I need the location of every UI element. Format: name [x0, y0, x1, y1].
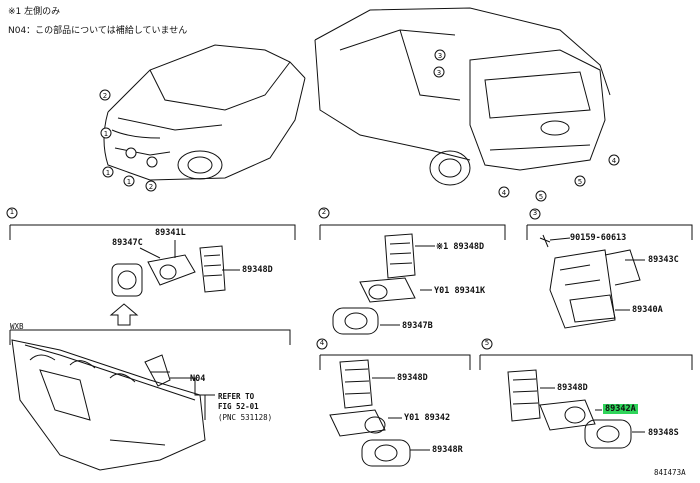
section-1-number: 1 [9, 208, 15, 216]
section-5-number: 5 [484, 339, 490, 347]
part-N04[interactable]: N04 [190, 374, 206, 384]
part-89342[interactable]: Y01 89342 [404, 413, 451, 423]
part-89340A[interactable]: 89340A [632, 305, 663, 315]
part-90159-60613[interactable]: 90159-60613 [570, 233, 627, 243]
callout-4-a: 4 [502, 189, 507, 197]
part-89348D-g1[interactable]: 89348D [242, 265, 273, 275]
note-not-supplied: N04：この部品については補給していません [8, 26, 188, 36]
part-89348D-g2[interactable]: ※1 89348D [436, 242, 485, 252]
part-89343C[interactable]: 89343C [648, 255, 679, 265]
front-car-drawing [103, 44, 306, 181]
part-89348R[interactable]: 89348R [432, 445, 463, 455]
callout-2-b: 2 [149, 183, 153, 191]
front-bumper-drawing [11, 339, 206, 471]
part-89348D-g5[interactable]: 89348D [557, 383, 588, 393]
rear-car-drawing [314, 7, 611, 186]
callout-4-b: 4 [612, 157, 617, 165]
callout-2-a: 2 [103, 92, 107, 100]
group5-parts [507, 369, 645, 449]
callout-1-c: 1 [127, 178, 131, 186]
figure-id: 84I473A [654, 468, 686, 477]
bumper-tag: WXB [10, 322, 24, 331]
callout-1-a: 1 [104, 130, 108, 138]
note-left-side-only: ※1 左側のみ [8, 7, 61, 17]
callout-3-b: 3 [437, 69, 441, 77]
part-89341L[interactable]: 89341L [155, 228, 186, 238]
refer-to-line2[interactable]: FIG 52-01 [218, 402, 259, 411]
part-89348S[interactable]: 89348S [648, 428, 679, 438]
group2-parts [332, 233, 435, 335]
refer-to-line1: REFER TO [218, 392, 255, 401]
group3-parts [539, 234, 645, 329]
part-89347C[interactable]: 89347C [112, 238, 143, 248]
callout-3-a: 3 [438, 52, 442, 60]
part-89342A-highlighted[interactable]: 89342A [603, 404, 638, 414]
group1-parts [111, 240, 240, 297]
section-3-number: 3 [532, 209, 538, 217]
part-89341K[interactable]: Y01 89341K [434, 286, 486, 296]
section-2-number: 2 [321, 208, 327, 216]
clip-n04-drawing [144, 354, 215, 420]
callout-5-b: 5 [578, 178, 582, 186]
callout-1-b: 1 [106, 169, 110, 177]
group4-parts [329, 359, 430, 467]
section-4-number: 4 [319, 339, 325, 347]
callout-5-a: 5 [539, 193, 543, 201]
refer-to-line3: (PNC 531128) [218, 413, 273, 422]
part-89348D-g4[interactable]: 89348D [397, 373, 428, 383]
part-89347B[interactable]: 89347B [402, 321, 433, 331]
